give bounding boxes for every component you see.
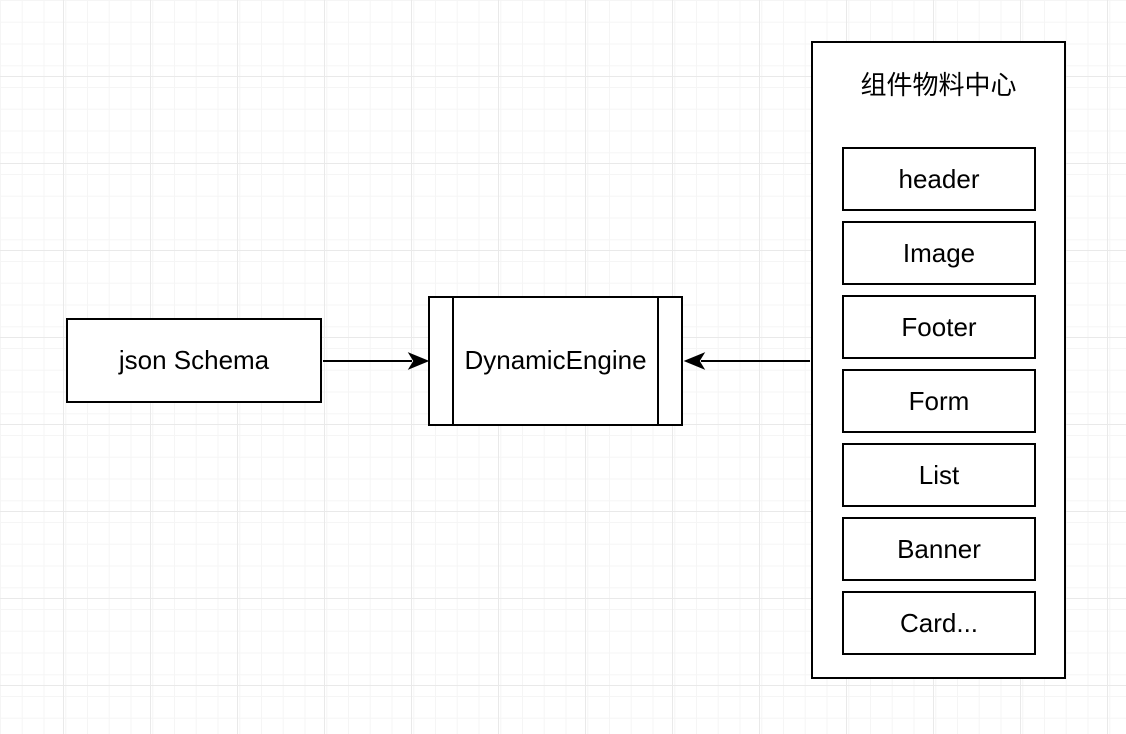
node-dynamic-engine[interactable]: DynamicEngine xyxy=(428,296,683,426)
component-label: Image xyxy=(902,237,976,268)
component-box-banner[interactable]: Banner xyxy=(842,517,1036,581)
component-box-header[interactable]: header xyxy=(842,147,1036,211)
component-list: header Image Footer Form List Banner Car… xyxy=(842,147,1036,655)
component-label: Form xyxy=(908,385,970,416)
edge-jsonschema-to-dynamicengine[interactable] xyxy=(323,352,430,370)
component-box-card[interactable]: Card... xyxy=(842,591,1036,655)
component-box-form[interactable]: Form xyxy=(842,369,1036,433)
node-json-schema-label: json Schema xyxy=(118,344,270,375)
component-label: List xyxy=(918,459,960,490)
edge-materialcenter-to-dynamicengine[interactable] xyxy=(683,352,810,370)
component-label: Footer xyxy=(901,311,977,342)
node-material-center[interactable]: 组件物料中心 header Image Footer Form List Ban… xyxy=(811,41,1066,679)
process-left-bar xyxy=(452,298,454,424)
component-label: header xyxy=(898,163,980,194)
component-box-footer[interactable]: Footer xyxy=(842,295,1036,359)
component-label: Banner xyxy=(897,533,981,564)
component-label: Card... xyxy=(899,607,979,638)
component-box-image[interactable]: Image xyxy=(842,221,1036,285)
material-center-title: 组件物料中心 xyxy=(860,70,1017,100)
node-json-schema[interactable]: json Schema xyxy=(66,318,322,403)
process-right-bar xyxy=(657,298,659,424)
node-dynamic-engine-label: DynamicEngine xyxy=(464,345,647,376)
component-box-list[interactable]: List xyxy=(842,443,1036,507)
